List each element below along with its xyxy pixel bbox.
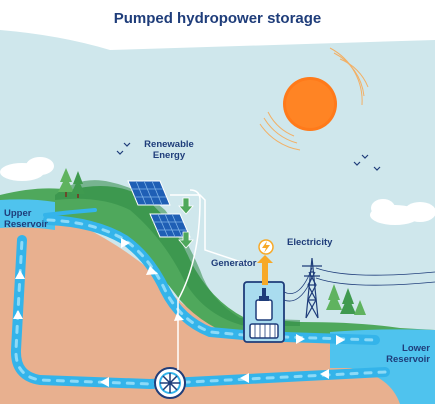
- upper-reservoir-line-2: Reservoir: [4, 219, 48, 230]
- trees-right: [326, 284, 366, 315]
- cloud-right: [370, 199, 435, 225]
- lower-reservoir-line-2: Reservoir: [386, 354, 430, 365]
- electricity-arrow: [257, 255, 273, 285]
- flow-arrows: [13, 238, 345, 387]
- energy-arrows: [178, 197, 194, 249]
- cloud-left: [0, 157, 54, 181]
- hill-back: [55, 180, 300, 326]
- panel-wiring: [170, 194, 251, 266]
- upper-reservoir-label: Upper Reservoir: [4, 208, 48, 230]
- transmission-tower-icon: [302, 257, 322, 319]
- lower-reservoir-line-1: Lower: [402, 343, 430, 354]
- lightning-bolt-icon: [258, 239, 274, 255]
- upper-reservoir-line-1: Upper: [4, 208, 32, 219]
- hill: [0, 186, 435, 340]
- renewable-energy-line-2: Energy: [152, 150, 186, 161]
- renewable-energy-label: Renewable Energy: [134, 139, 204, 161]
- power-cable: [177, 189, 201, 370]
- renewable-energy-line-1: Renewable: [144, 139, 194, 150]
- sun-icon: [259, 47, 369, 151]
- lower-reservoir-label: Lower Reservoir: [360, 343, 430, 365]
- earth-layer: [0, 216, 435, 404]
- upper-reservoir-water: [0, 199, 55, 230]
- lower-reservoir-water: [330, 329, 435, 404]
- generator-icon: [243, 281, 285, 343]
- electricity-label: Electricity: [287, 237, 333, 248]
- trees-left: [58, 168, 85, 198]
- solar-panel-lower: [149, 213, 191, 238]
- diagram-title: Pumped hydropower storage: [113, 10, 322, 27]
- solar-panel-upper: [127, 180, 171, 206]
- pump-icon: [154, 367, 186, 399]
- birds: [116, 142, 381, 171]
- generator-label: Generator: [211, 258, 257, 269]
